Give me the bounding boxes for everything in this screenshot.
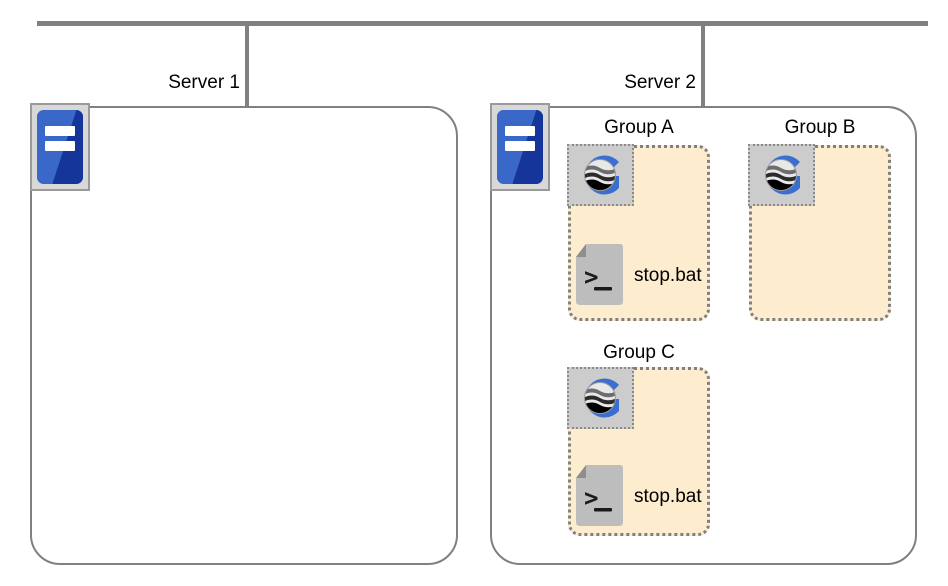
server-icon[interactable]: [30, 103, 90, 191]
file-name-label: stop.bat: [634, 486, 702, 507]
network-drop-line-server-2: [701, 24, 705, 106]
network-drop-line-server-1: [245, 24, 249, 106]
group-a-file-stop-bat[interactable]: > stop.bat: [572, 243, 702, 309]
globe-g-icon[interactable]: [567, 367, 634, 429]
globe-g-icon-glyph: [583, 378, 619, 418]
globe-g-icon[interactable]: [567, 144, 634, 206]
server-2-label: Server 2: [624, 72, 696, 93]
group-c-file-stop-bat[interactable]: > stop.bat: [572, 464, 702, 530]
server-icon-bar-top: [45, 126, 75, 136]
group-c-label: Group C: [603, 342, 675, 363]
svg-text:>: >: [584, 263, 598, 291]
svg-text:>: >: [584, 484, 598, 512]
server-icon[interactable]: [490, 103, 550, 191]
group-a-label: Group A: [604, 117, 674, 138]
group-c-box[interactable]: [568, 367, 710, 536]
server-1-container[interactable]: [30, 106, 458, 565]
server-icon-body: [497, 110, 543, 184]
globe-g-icon-glyph: [764, 155, 800, 195]
group-b-label: Group B: [784, 117, 856, 138]
server-icon-bar-bottom: [505, 141, 535, 151]
server-icon-bar-bottom: [45, 141, 75, 151]
bat-file-icon: >: [576, 244, 623, 305]
server-icon-bar-top: [505, 126, 535, 136]
globe-g-icon-glyph: [583, 155, 619, 195]
server-icon-body: [37, 110, 83, 184]
globe-g-icon[interactable]: [748, 144, 815, 206]
bat-file-icon: >: [576, 465, 623, 526]
file-name-label: stop.bat: [634, 265, 702, 286]
network-bus-line: [37, 21, 928, 26]
server-1-label: Server 1: [168, 72, 240, 93]
